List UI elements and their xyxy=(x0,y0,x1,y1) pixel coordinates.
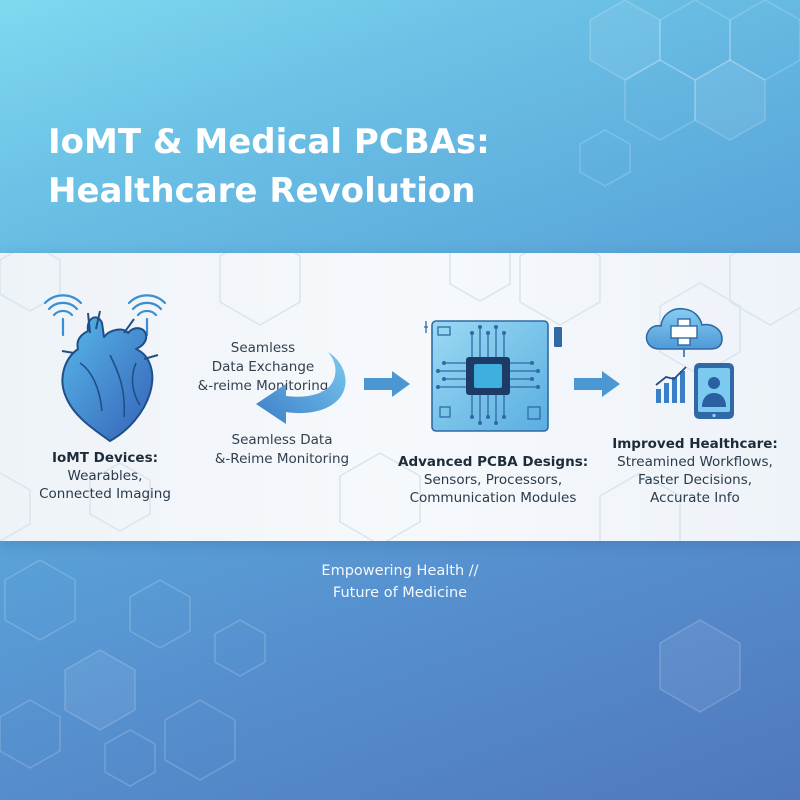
stage-pcba-line-1: Sensors, Processors, xyxy=(423,472,563,488)
bar-chart-icon xyxy=(655,366,687,403)
curved-arrow-icon xyxy=(256,352,346,424)
flow-top-line-1: Seamless xyxy=(230,340,296,356)
tagline-line-1: Empowering Health // xyxy=(321,563,479,579)
arrow-right-icon xyxy=(364,371,410,397)
flow-top-line-2: Data Exchange xyxy=(211,359,315,375)
diagram-panel: IoMT Devices: Wearables, Connected Imagi… xyxy=(0,253,800,541)
circuit-chip-icon xyxy=(424,320,562,432)
title-line-1: IoMT & Medical PCBAs: xyxy=(48,122,490,162)
flow-bottom-line-2: &-Reime Monitoring xyxy=(214,451,350,467)
stage-iomt-line-2: Connected Imaging xyxy=(39,486,171,502)
arrow-right-icon-2 xyxy=(574,371,620,397)
tagline: Empowering Health // Future of Medicine xyxy=(300,560,500,604)
stage-pcba-designs: Advanced PCBA Designs: Sensors, Processo… xyxy=(398,453,588,507)
stage-healthcare-heading: Improved Healthcare: xyxy=(612,436,778,452)
flow-text-top: Seamless Data Exchange &-reime Monitorin… xyxy=(188,339,338,396)
stage-healthcare-line-3: Accurate Info xyxy=(650,490,740,506)
flow-top-line-3: &-reime Monitoring xyxy=(197,378,329,394)
title-line-2: Healthcare Revolution xyxy=(48,171,476,211)
stage-pcba-line-2: Communication Modules xyxy=(409,490,577,506)
tablet-doctor-icon xyxy=(694,363,734,419)
stage-improved-healthcare: Improved Healthcare: Streamined Workflow… xyxy=(610,435,780,507)
stage-healthcare-line-1: Streamined Workflows, xyxy=(617,454,773,470)
stage-iomt-devices: IoMT Devices: Wearables, Connected Imagi… xyxy=(30,449,180,503)
cloud-medical-icon xyxy=(645,307,723,357)
page-title: IoMT & Medical PCBAs: Healthcare Revolut… xyxy=(48,118,490,216)
panel-hexagon-pattern xyxy=(0,253,800,541)
flow-text-bottom: Seamless Data &-Reime Monitoring xyxy=(212,431,352,469)
stage-healthcare-line-2: Faster Decisions, xyxy=(637,472,753,488)
heart-icon xyxy=(43,294,167,442)
tagline-line-2: Future of Medicine xyxy=(332,585,468,601)
stage-iomt-line-1: Wearables, xyxy=(67,468,143,484)
stage-iomt-heading: IoMT Devices: xyxy=(51,450,159,466)
flow-bottom-line-1: Seamless Data xyxy=(231,432,333,448)
wifi-icon xyxy=(43,294,167,337)
stage-pcba-heading: Advanced PCBA Designs: xyxy=(398,454,589,470)
